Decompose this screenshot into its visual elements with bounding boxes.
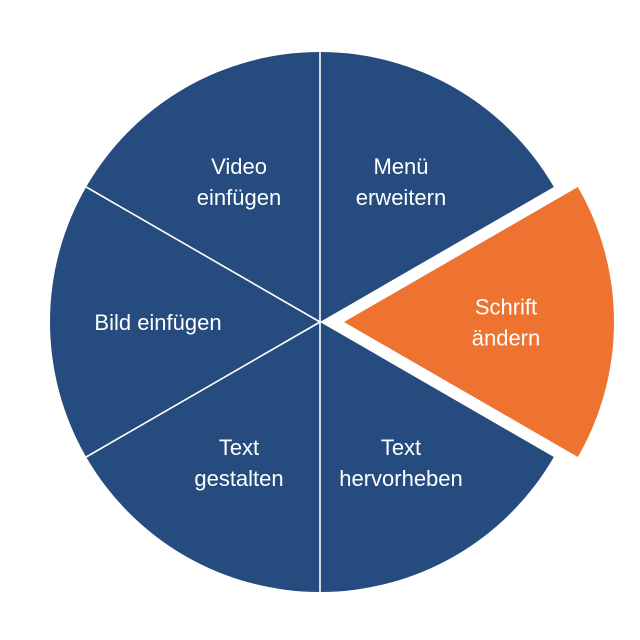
pie-divider	[85, 186, 321, 323]
pie-slice-label-line: Menü	[373, 154, 428, 179]
pie-slice-label-video-einfuegen: Video einfügen	[197, 154, 281, 210]
pie-slice-video-einfuegen[interactable]	[86, 52, 320, 322]
pie-slice-label-schrift-aendern: Schrift ändern	[472, 295, 541, 351]
pie-slice-bild-einfuegen[interactable]	[49, 187, 320, 457]
pie-slice-label-line: Text	[381, 435, 421, 460]
pie-slice-label-line: ändern	[472, 326, 541, 351]
pie-slice-menu-erweitern[interactable]	[320, 52, 554, 322]
pie-slice-label-line: Text	[219, 435, 259, 460]
pie-slice-label-line: Video	[211, 154, 267, 179]
pie-slice-label-line: erweitern	[356, 185, 446, 210]
pie-divider	[85, 321, 321, 458]
pie-slice-schrift-aendern[interactable]	[344, 187, 614, 457]
pie-dividers	[85, 52, 321, 592]
pie-slice-text-gestalten[interactable]	[86, 322, 320, 592]
pie-slice-label-line: hervorheben	[339, 466, 463, 491]
pie-slice-label-text-gestalten: Text gestalten	[194, 435, 283, 491]
pie-slice-label-line: Schrift	[475, 295, 537, 320]
pie-slice-label-bild-einfuegen: Bild einfügen	[94, 310, 221, 335]
pie-slice-label-line: gestalten	[194, 466, 283, 491]
pie-slice-label-line: Bild einfügen	[94, 310, 221, 335]
pie-slice-label-line: einfügen	[197, 185, 281, 210]
pie-slice-text-hervorheben[interactable]	[320, 322, 554, 592]
pie-slice-label-text-hervorheben: Text hervorheben	[339, 435, 463, 491]
pie-slice-label-menu-erweitern: Menü erweitern	[356, 154, 446, 210]
pie-slices	[49, 52, 614, 592]
